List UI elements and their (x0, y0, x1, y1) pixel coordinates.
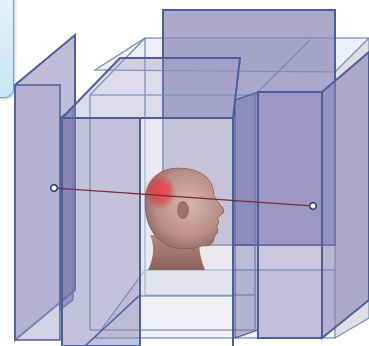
right-slab-side (322, 52, 369, 338)
right-slab (235, 52, 369, 338)
ear (177, 201, 189, 219)
right-slab-inner (235, 92, 258, 338)
brain-activation (144, 174, 176, 210)
left-marker (51, 185, 58, 192)
right-marker (310, 203, 317, 210)
right-slab-face (258, 92, 322, 338)
front-panel-face (62, 118, 140, 346)
left-slab-side (15, 85, 60, 340)
front-panel-top (62, 58, 240, 118)
